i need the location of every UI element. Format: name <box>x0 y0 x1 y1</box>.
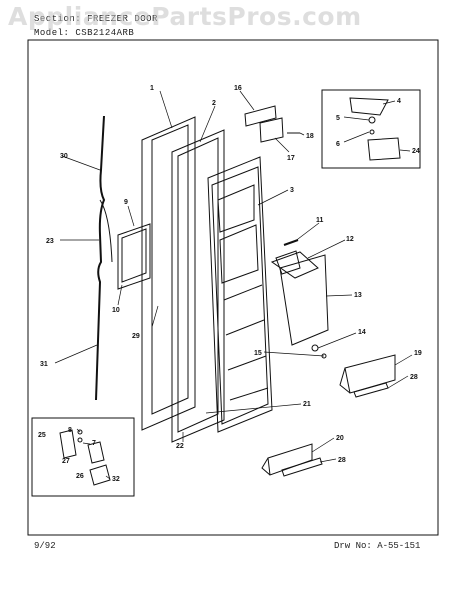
callout-6: 6 <box>336 141 340 148</box>
panel-part-9 <box>117 223 151 290</box>
callout-23: 23 <box>46 238 54 245</box>
door-bin-upper <box>339 354 396 398</box>
outer-door-frame <box>141 116 196 431</box>
callout-10: 10 <box>112 307 120 314</box>
callout-9: 9 <box>124 199 128 206</box>
inset-box-bottom <box>31 417 135 497</box>
callout-16: 16 <box>234 85 242 92</box>
callout-2: 2 <box>212 100 216 107</box>
callout-14: 14 <box>358 329 366 336</box>
callout-29: 29 <box>132 333 140 340</box>
callout-19: 19 <box>414 350 422 357</box>
callout-32: 32 <box>112 476 120 483</box>
door-liner <box>207 156 273 433</box>
callout-17: 17 <box>287 155 295 162</box>
revision-date: 9/92 <box>34 541 56 551</box>
callout-28a: 28 <box>410 374 418 381</box>
callout-31: 31 <box>40 361 48 368</box>
callout-28b: 28 <box>338 457 346 464</box>
section-title: Section: FREEZER DOOR <box>34 14 158 24</box>
callout-15: 15 <box>254 350 262 357</box>
drawing-number: Drw No: A-55-151 <box>334 541 421 551</box>
inset-top-parts <box>349 97 401 161</box>
callout-13: 13 <box>354 292 362 299</box>
model-number: CSB2124ARB <box>75 28 135 38</box>
callout-24: 24 <box>412 148 420 155</box>
callout-3: 3 <box>290 187 294 194</box>
callout-18: 18 <box>306 133 314 140</box>
hinge-assembly <box>244 105 300 143</box>
callout-25: 25 <box>38 432 46 439</box>
callout-22: 22 <box>176 443 184 450</box>
model-line: Model: CSB2124ARB <box>34 28 134 38</box>
callout-4: 4 <box>397 98 401 105</box>
callout-1: 1 <box>150 85 154 92</box>
callout-30: 30 <box>60 153 68 160</box>
inset-bottom-parts <box>59 429 111 486</box>
callout-26: 26 <box>76 473 84 480</box>
callout-20: 20 <box>336 435 344 442</box>
door-bin-lower <box>261 443 323 477</box>
watermark: AppliancePartsPros.com <box>8 2 362 31</box>
door-gasket <box>171 129 225 443</box>
callout-labels: 1 2 3 4 5 6 7 8 9 10 11 12 13 14 15 16 1… <box>38 85 422 483</box>
callout-21: 21 <box>303 401 311 408</box>
callout-12: 12 <box>346 236 354 243</box>
callout-7: 7 <box>92 440 96 447</box>
inset-box-top <box>321 89 421 169</box>
dispenser-cup <box>275 250 301 275</box>
callout-5: 5 <box>336 115 340 122</box>
handle-rod <box>95 115 113 401</box>
callout-8: 8 <box>68 427 72 434</box>
callout-11: 11 <box>316 217 324 224</box>
leader-lines <box>54 90 413 480</box>
callout-27: 27 <box>62 458 70 465</box>
model-label: Model: <box>34 28 76 38</box>
